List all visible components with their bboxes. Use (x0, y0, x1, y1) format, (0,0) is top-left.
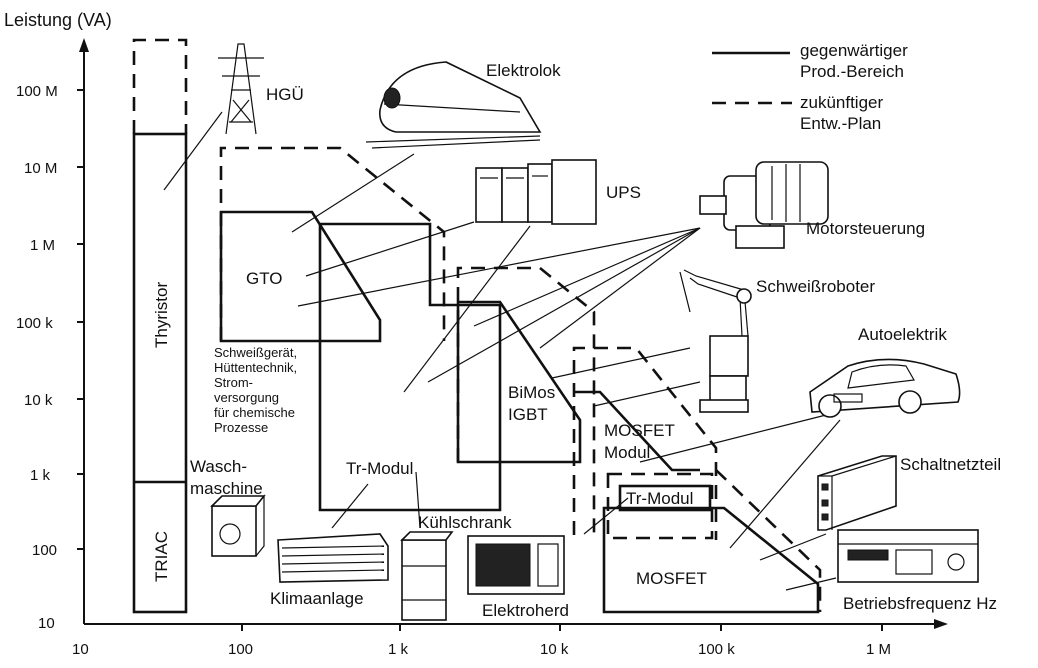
x-tick-label: 1 k (388, 641, 409, 658)
pylon-icon (218, 43, 264, 135)
schweiss-text: für chemische (214, 405, 295, 420)
tr-modul-small-region (618, 484, 712, 512)
kuehlschrank-label: Kühlschrank (418, 513, 512, 532)
y-tick-label: 100 (32, 542, 57, 559)
gto-label: GTO (246, 269, 283, 288)
tr-modul-small-label: Tr-Modul (626, 489, 693, 508)
applications: HGÜ Elektrolok UPS (190, 43, 1001, 621)
x-tick-label: 1 M (866, 641, 891, 658)
bimos-label: BiMos (508, 383, 555, 402)
x-tick-label: 10 (72, 641, 89, 658)
gto-region (219, 210, 382, 343)
schweiss-text: Hüttentechnik, (214, 360, 297, 375)
audio-equipment-icon (837, 529, 979, 583)
air-conditioner-icon (277, 533, 389, 583)
legend-dashed-text: Entw.-Plan (800, 114, 881, 133)
schweiss-text: versorgung (214, 390, 279, 405)
tr-modul-small-future-region (606, 472, 714, 540)
y-tick-label: 1 M (30, 237, 55, 254)
igbt-label: IGBT (508, 405, 548, 424)
bimos-future-region (456, 266, 596, 540)
hgu-label: HGÜ (266, 85, 304, 104)
device-regions: Thyristor TRIAC GTO Schweißgerät, Hütten… (132, 38, 822, 614)
schweissroboter-label: Schweißroboter (756, 277, 875, 296)
mosfet-region (602, 506, 820, 614)
power-supply-icon (817, 455, 897, 531)
motor-icon (699, 161, 829, 249)
car-icon (809, 358, 961, 418)
motorsteuerung-label: Motorsteuerung (806, 219, 925, 238)
ups-icon (475, 159, 597, 225)
elektroherd-label: Elektroherd (482, 601, 569, 620)
x-axis-arrow (934, 619, 948, 629)
x-tick-label: 10 k (540, 641, 569, 658)
y-tick-label: 10 (38, 615, 55, 632)
mosfet-modul-label: Modul (604, 443, 650, 462)
y-axis-label: Leistung (VA) (4, 10, 112, 30)
mosfet-modul-region (574, 390, 700, 472)
autoelektrik-label: Autoelektrik (858, 325, 947, 344)
y-tick-label: 10 k (24, 392, 53, 409)
bimos-region (456, 300, 582, 464)
washing-machine-icon (210, 494, 266, 557)
legend-solid-text: Prod.-Bereich (800, 62, 904, 81)
legend-solid-text: gegenwärtiger (800, 41, 908, 60)
mosfet-label: MOSFET (636, 569, 707, 588)
y-axis-arrow (79, 38, 89, 52)
refrigerator-icon (400, 531, 454, 621)
tr-modul-label: Tr-Modul (346, 459, 413, 478)
x-axis-label: Betriebsfrequenz Hz (843, 594, 997, 613)
ups-label: UPS (606, 183, 641, 202)
train-icon (365, 61, 542, 149)
schweiss-text: Schweißgerät, (214, 345, 297, 360)
mosfet-modul-label: MOSFET (604, 421, 675, 440)
robot-icon (679, 269, 752, 413)
elektrolok-label: Elektrolok (486, 61, 561, 80)
mosfet-modul-future-region (572, 346, 718, 540)
y-tick-label: 100 k (16, 315, 53, 332)
schweiss-text: Strom- (214, 375, 253, 390)
y-tick-label: 10 M (24, 160, 57, 177)
y-tick-label: 100 M (16, 83, 58, 100)
legend-dashed-text: zukünftiger (800, 93, 883, 112)
mosfet-future-region (715, 469, 822, 612)
x-tick-label: 100 k (698, 641, 735, 658)
axes: Leistung (VA) Betriebsfrequenz Hz 100 M … (4, 10, 997, 658)
tr-modul-region (318, 222, 502, 512)
thyristor-label: Thyristor (152, 282, 171, 348)
thyristor-region (132, 132, 188, 614)
y-tick-label: 1 k (30, 467, 51, 484)
leader-lines (163, 111, 841, 591)
schweiss-text: Prozesse (214, 420, 268, 435)
schaltnetzteil-label: Schaltnetzteil (900, 455, 1001, 474)
legend: gegenwärtiger Prod.-Bereich zukünftiger … (712, 41, 908, 133)
waschmaschine-label: Wasch- (190, 457, 247, 476)
klimaanlage-label: Klimaanlage (270, 589, 364, 608)
microwave-icon (467, 535, 565, 595)
x-tick-label: 100 (228, 641, 253, 658)
waschmaschine-label: maschine (190, 479, 263, 498)
triac-label: TRIAC (152, 531, 171, 582)
thyristor-future-region (132, 38, 188, 134)
